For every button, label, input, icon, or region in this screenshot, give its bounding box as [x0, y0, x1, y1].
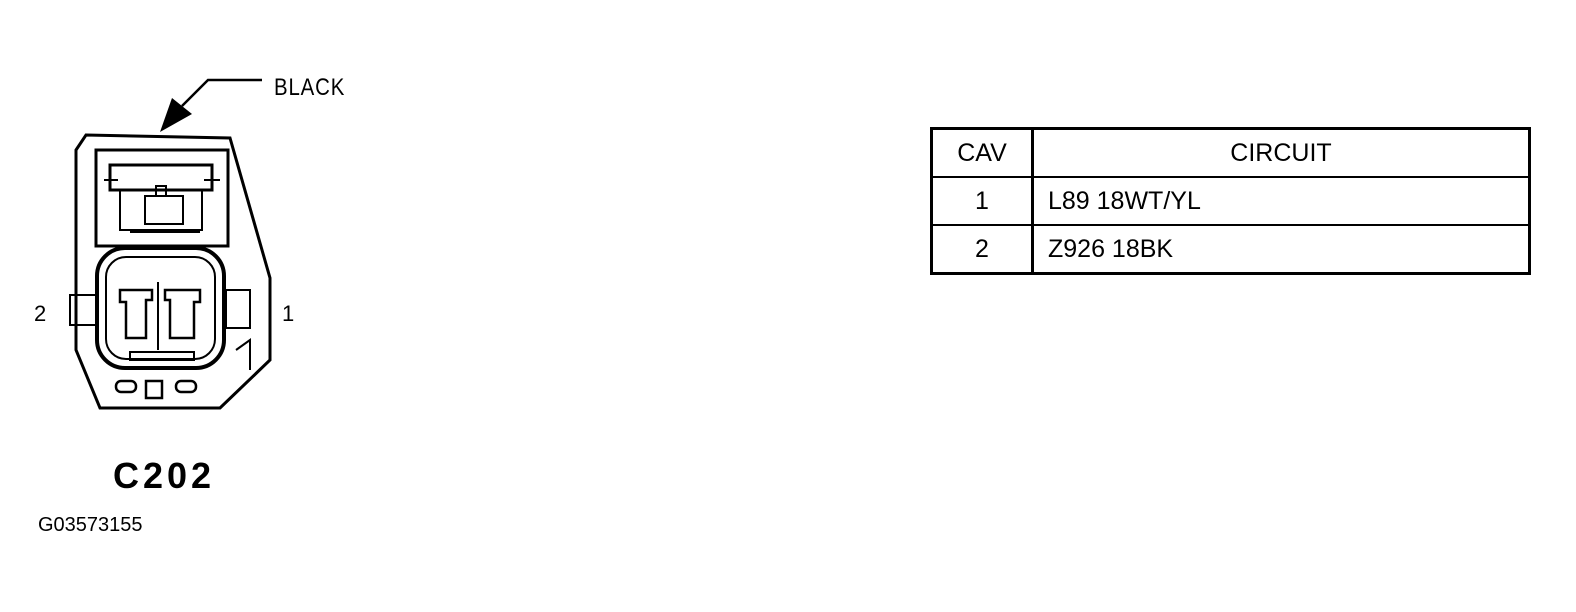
cavity-2-label: 2: [34, 301, 47, 326]
pinout-table: CAV CIRCUIT 1 L89 18WT/YL 2 Z926 18BK: [930, 127, 1531, 275]
connector-housing: [74, 133, 272, 410]
cavity-2: [118, 288, 154, 340]
cav-cell: 2: [930, 224, 1034, 275]
table-row: 2 Z926 18BK: [930, 224, 1531, 275]
cavity-shroud: [69, 246, 251, 370]
cav-cell: 1: [930, 176, 1034, 226]
cavity-1-label: 1: [282, 301, 295, 326]
bottom-slots: [114, 379, 198, 400]
table-row: 1 L89 18WT/YL: [930, 176, 1531, 226]
latch-window: [94, 148, 230, 248]
connector-color-label: BLACK: [274, 74, 346, 101]
connector-id: C202: [113, 455, 216, 496]
circuit-cell: L89 18WT/YL: [1031, 176, 1531, 226]
table-header-row: CAV CIRCUIT: [930, 127, 1531, 178]
terminal-cavities: [118, 282, 202, 361]
cavity-1: [163, 288, 202, 340]
circuit-header: CIRCUIT: [1031, 127, 1531, 178]
figure-id: G03573155: [38, 514, 143, 536]
circuit-cell: Z926 18BK: [1031, 224, 1531, 275]
connector-face-drawing: [69, 78, 272, 410]
color-leader-arrow: [160, 78, 262, 132]
cav-header: CAV: [930, 127, 1034, 178]
